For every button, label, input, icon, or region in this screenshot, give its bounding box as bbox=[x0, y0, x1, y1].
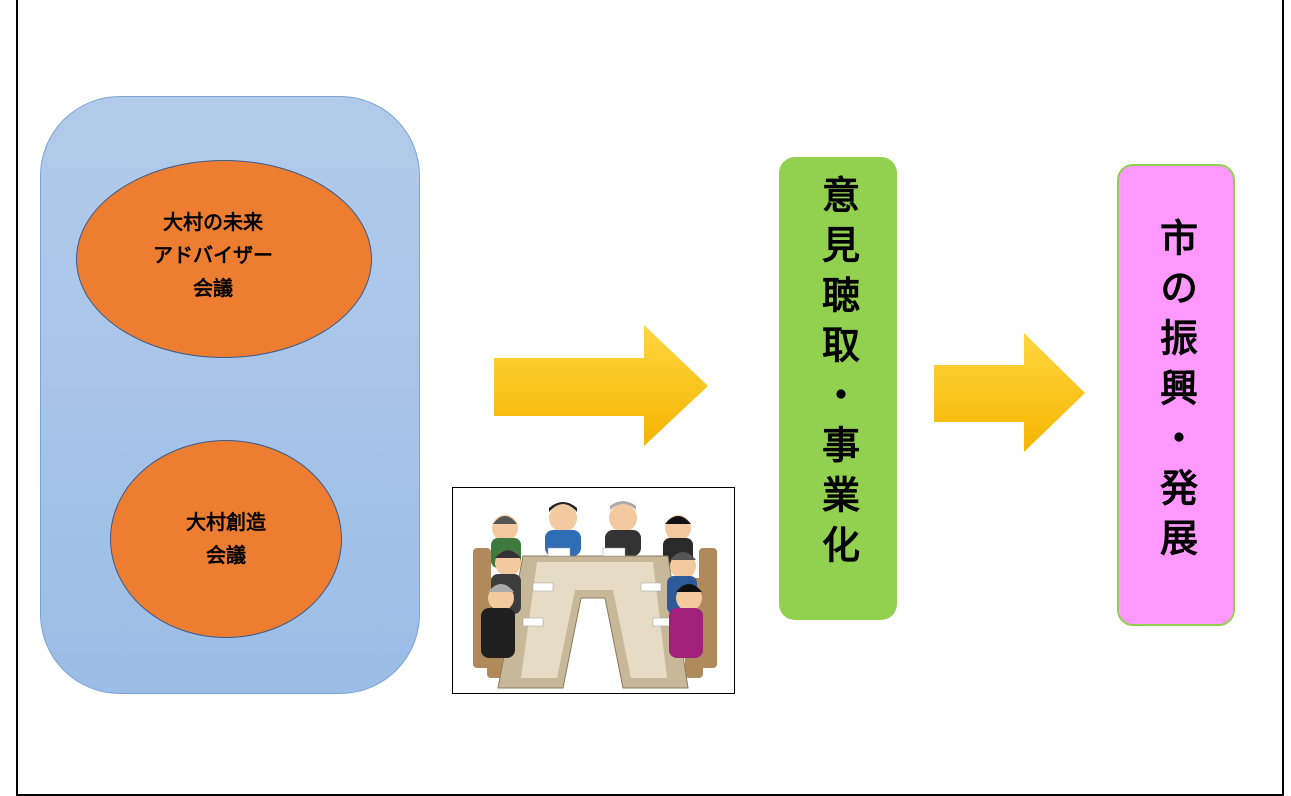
meeting-illustration bbox=[452, 487, 735, 694]
arrow-right-icon bbox=[494, 325, 708, 446]
arrow-right-icon bbox=[934, 333, 1085, 452]
creation-council-oval: 大村創造 会議 bbox=[110, 440, 342, 638]
opinion-hearing-label: 意見聴取・事業化 bbox=[815, 175, 860, 575]
opinion-hearing-box: 意見聴取・事業化 bbox=[779, 157, 897, 620]
city-development-box: 市の振興・発展 bbox=[1117, 164, 1235, 626]
city-development-label: 市の振興・発展 bbox=[1153, 218, 1198, 568]
future-advisor-council-oval: 大村の未来 アドバイザー 会議 bbox=[76, 160, 372, 358]
creation-council-label: 大村創造 会議 bbox=[186, 510, 266, 567]
future-advisor-council-label: 大村の未来 アドバイザー 会議 bbox=[153, 209, 273, 300]
